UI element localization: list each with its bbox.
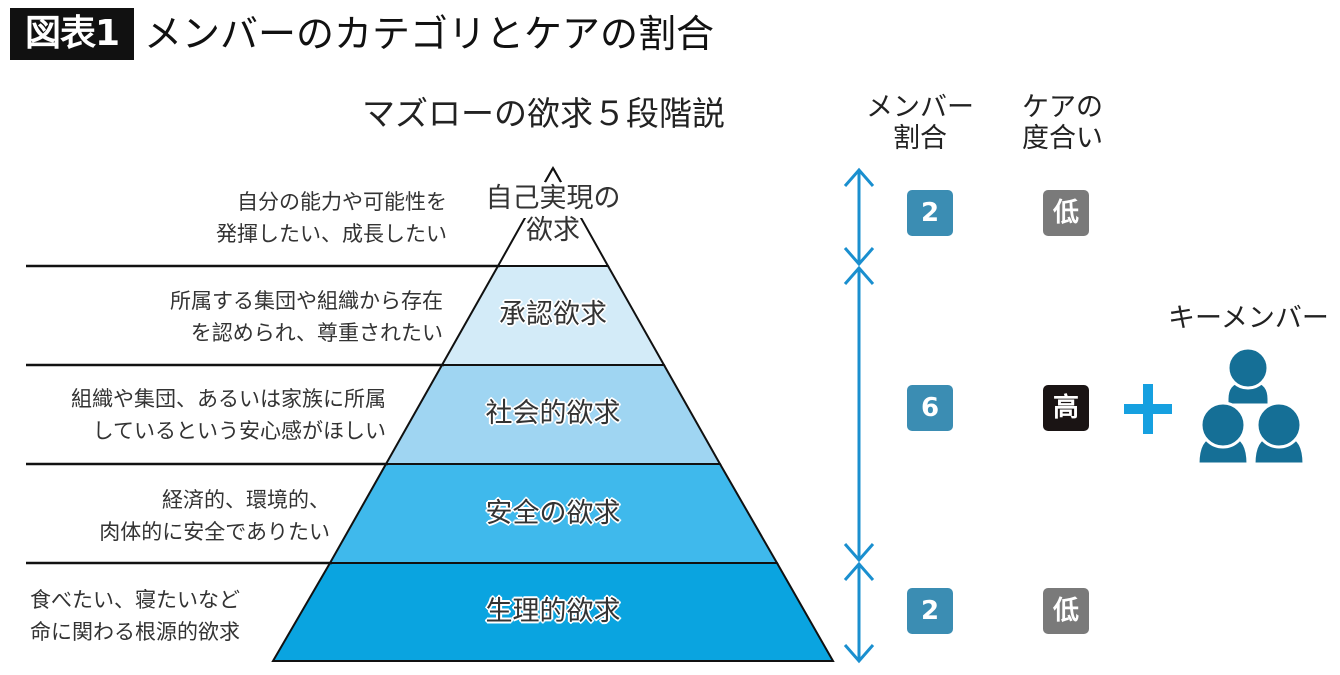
care-level-badge: 低: [1043, 588, 1089, 634]
care-level-header-line1: ケアの: [1022, 92, 1103, 123]
pyramid-title: マズローの欲求５段階説: [362, 94, 725, 133]
level-name-social: 社会的欲求: [485, 398, 621, 429]
figure-title: メンバーのカテゴリとケアの割合: [144, 12, 715, 56]
level-name-esteem: 承認欲求: [499, 299, 607, 330]
care-level-header-line2: 度合い: [1022, 123, 1103, 154]
people-group-icon: [1196, 346, 1306, 466]
description-line: 命に関わる根源的欲求: [30, 620, 240, 644]
member-ratio-header: メンバー 割合: [866, 92, 974, 154]
description-line: しているという安心感がほしい: [92, 419, 386, 443]
range-arrow-top: [843, 167, 875, 267]
level-name-safety: 安全の欲求: [485, 498, 621, 529]
level-name-line: 自己実現の: [485, 183, 621, 214]
member-ratio-badge: 2: [907, 190, 953, 236]
description-line: 肉体的に安全でありたい: [99, 520, 330, 544]
description-line: を認められ、尊重されたい: [190, 321, 443, 345]
pyramid-level-physiological: [271, 562, 835, 662]
level-description-esteem: 所属する集団や組織から存在 を認められ、尊重されたい: [170, 285, 443, 349]
care-level-badge: 低: [1043, 190, 1089, 236]
plus-icon: [1124, 384, 1172, 434]
description-line: 自分の能力や可能性を: [237, 190, 447, 214]
figure-badge: 図表1: [10, 8, 134, 60]
description-line: 発揮したい、成長したい: [216, 222, 447, 246]
description-line: 食べたい、寝たいなど: [30, 588, 240, 612]
level-description-social: 組織や集団、あるいは家族に所属 しているという安心感がほしい: [71, 383, 386, 447]
description-line: 組織や集団、あるいは家族に所属: [71, 387, 386, 411]
member-ratio-badge: 2: [907, 588, 953, 634]
member-ratio-header-line2: 割合: [893, 123, 947, 154]
level-description-self-actualization: 自分の能力や可能性を 発揮したい、成長したい: [216, 186, 447, 250]
member-ratio-badge: 6: [907, 385, 953, 431]
range-arrow-middle: [843, 265, 875, 563]
level-name-self-actualization: 自己実現の 欲求: [473, 183, 633, 247]
care-level-header: ケアの 度合い: [1022, 92, 1103, 154]
level-description-safety: 経済的、環境的、 肉体的に安全でありたい: [99, 484, 330, 548]
description-line: 経済的、環境的、: [162, 488, 330, 512]
key-member-label: キーメンバー: [1168, 303, 1329, 334]
care-level-badge: 高: [1043, 385, 1089, 431]
description-line: 所属する集団や組織から存在: [170, 289, 443, 313]
level-name-line: 欲求: [526, 215, 580, 246]
range-arrow-bottom: [843, 561, 875, 664]
level-description-physiological: 食べたい、寝たいなど 命に関わる根源的欲求: [30, 584, 240, 648]
level-name-physiological: 生理的欲求: [485, 596, 621, 627]
member-ratio-header-line1: メンバー: [866, 92, 974, 123]
